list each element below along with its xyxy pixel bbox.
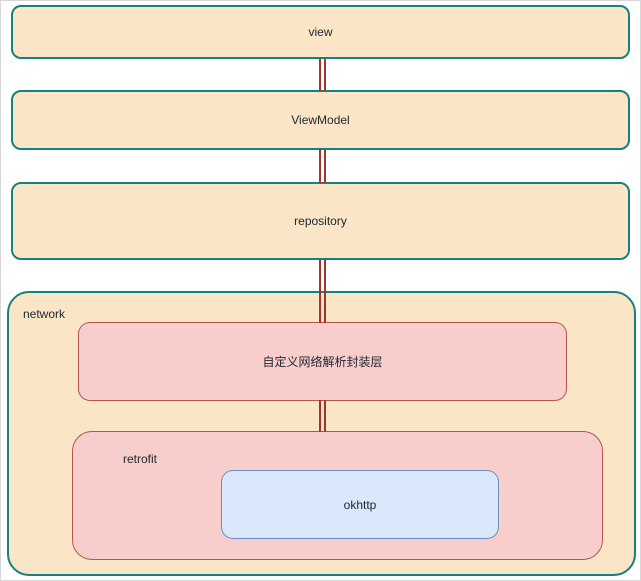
- node-retrofit-container[interactable]: retrofit okhttp: [72, 431, 603, 560]
- edge-viewmodel-repository[interactable]: [319, 149, 326, 183]
- node-network-label: network: [23, 307, 66, 321]
- node-viewmodel[interactable]: ViewModel: [11, 90, 630, 150]
- node-repository[interactable]: repository: [11, 182, 630, 260]
- node-view[interactable]: view: [11, 5, 630, 59]
- node-repository-label: repository: [294, 214, 347, 228]
- node-okhttp-label: okhttp: [343, 497, 377, 512]
- node-okhttp[interactable]: okhttp: [221, 470, 499, 539]
- edge-view-viewmodel[interactable]: [319, 59, 326, 91]
- node-view-label: view: [308, 25, 333, 39]
- node-custom-parser-layer[interactable]: 自定义网络解析封装层: [78, 322, 567, 401]
- node-network-container[interactable]: network 自定义网络解析封装层 retrofit okhttp: [7, 291, 636, 576]
- edge-parser-retrofit[interactable]: [319, 400, 326, 432]
- node-retrofit-label: retrofit: [123, 452, 158, 466]
- node-custom-parser-layer-label: 自定义网络解析封装层: [262, 355, 383, 369]
- edge-repository-parser[interactable]: [319, 259, 326, 323]
- node-viewmodel-label: ViewModel: [291, 113, 350, 127]
